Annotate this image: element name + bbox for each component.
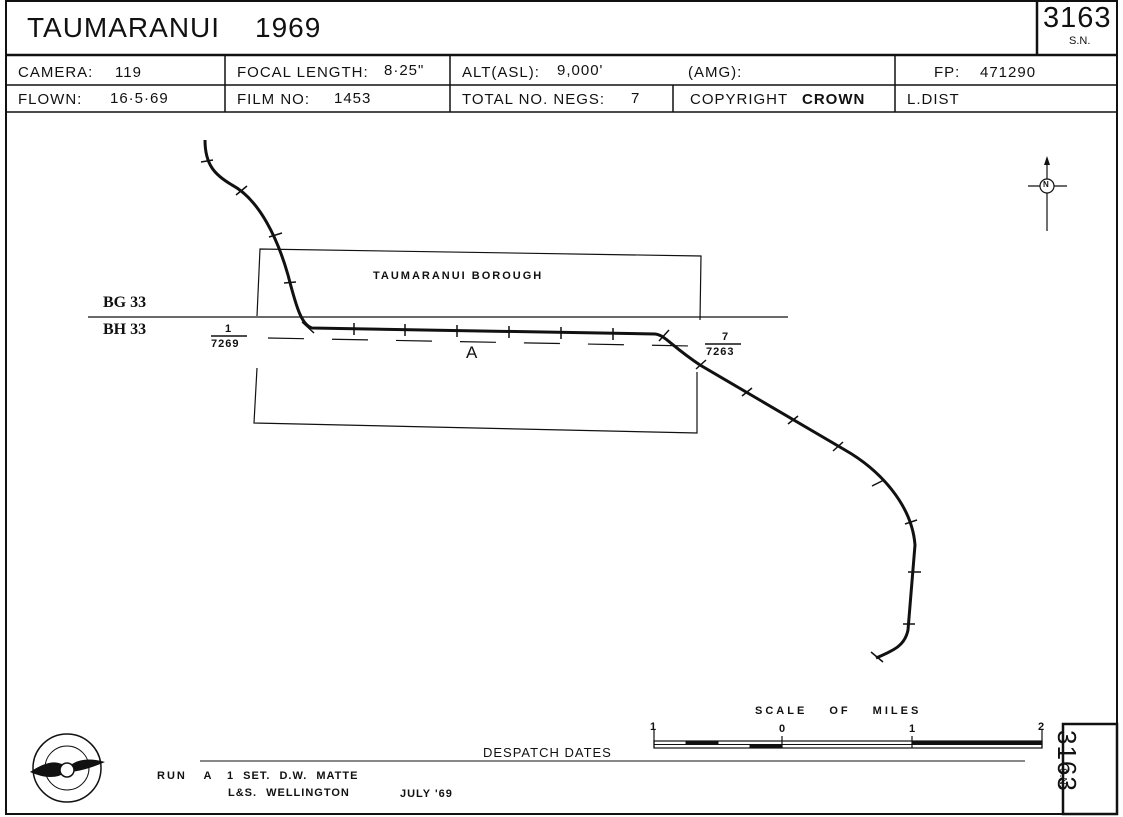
logo-globe-icon bbox=[59, 762, 75, 778]
dept-text: L&S. WELLINGTON bbox=[228, 787, 350, 799]
borough-boundary-upper bbox=[256, 248, 702, 321]
altitude-label: ALT(ASL): bbox=[462, 64, 540, 81]
logo-ring bbox=[32, 733, 102, 803]
sheet-number-rotated: 3163 bbox=[1052, 730, 1082, 792]
fp-value: 471290 bbox=[980, 64, 1037, 81]
l-dist-label: L.DIST bbox=[907, 91, 960, 108]
start-frame-ref: 7269 bbox=[211, 338, 240, 350]
copyright-value: CROWN bbox=[802, 91, 866, 108]
frame-tick bbox=[741, 387, 753, 397]
frame-ticks bbox=[200, 159, 921, 663]
outer-frame bbox=[5, 0, 1118, 815]
scale-label: 1 bbox=[650, 721, 657, 733]
sheet-box-bottom bbox=[1061, 722, 1119, 816]
altitude-value: 9,000' bbox=[557, 62, 604, 79]
north-label: N bbox=[1043, 180, 1049, 189]
frame-tick bbox=[904, 519, 918, 525]
film-no-value: 1453 bbox=[334, 90, 372, 107]
total-negs-label: TOTAL NO. NEGS: bbox=[462, 91, 606, 108]
scale-title: SCALE OF MILES bbox=[755, 705, 922, 717]
north-arrow-head bbox=[1044, 156, 1050, 165]
start-frame-number: 1 bbox=[225, 323, 232, 335]
north-arrow-circle bbox=[1039, 178, 1055, 194]
amg-label: (AMG): bbox=[688, 64, 743, 81]
frame-tick bbox=[832, 441, 844, 452]
map-title: TAUMARANUI bbox=[27, 12, 221, 43]
frame-tick bbox=[658, 329, 670, 342]
run-dashed-line bbox=[267, 337, 691, 347]
camera-value: 119 bbox=[115, 64, 142, 81]
run-text: RUN A bbox=[157, 770, 214, 782]
scale-bar bbox=[653, 730, 1043, 749]
aerial-mapping-logo bbox=[30, 733, 105, 803]
grid-label-bh33: BH 33 bbox=[103, 321, 147, 338]
set-text: 1 SET. D.W. MATTE bbox=[227, 770, 359, 782]
frame-tick bbox=[235, 185, 248, 196]
end-frame-ref: 7263 bbox=[706, 346, 735, 358]
focal-length-label: FOCAL LENGTH: bbox=[237, 64, 369, 81]
end-frame-number: 7 bbox=[722, 331, 729, 343]
scale-label: 1 bbox=[909, 723, 916, 735]
frame-tick bbox=[283, 281, 297, 284]
frame-tick bbox=[268, 232, 283, 238]
borough-boundary-lower bbox=[253, 367, 698, 434]
north-arrow bbox=[1028, 156, 1067, 231]
frame-tick bbox=[870, 651, 884, 663]
borough-label: TAUMARANUI BOROUGH bbox=[373, 270, 544, 282]
frame-tick bbox=[200, 159, 214, 163]
sheet-number: 3163 bbox=[1043, 2, 1112, 34]
grid-label-bg33: BG 33 bbox=[103, 294, 147, 311]
camera-label: CAMERA: bbox=[18, 64, 94, 81]
scale-label: 0 bbox=[779, 723, 786, 735]
fp-label: FP: bbox=[934, 64, 961, 81]
run-label: A bbox=[466, 343, 478, 362]
frame-tick bbox=[871, 479, 885, 487]
film-no-label: FILM NO: bbox=[237, 91, 311, 108]
frame-tick bbox=[695, 359, 707, 370]
flown-value: 16·5·69 bbox=[110, 90, 169, 107]
copyright-label: COPYRIGHT bbox=[690, 91, 789, 108]
focal-length-value: 8·25" bbox=[384, 62, 425, 79]
date-text: JULY '69 bbox=[400, 788, 453, 800]
total-negs-value: 7 bbox=[631, 90, 641, 107]
flight-line bbox=[203, 139, 917, 660]
frame-tick bbox=[301, 321, 315, 334]
scale-segment bbox=[749, 744, 783, 749]
sheet-suffix: S.N. bbox=[1069, 35, 1091, 47]
flown-label: FLOWN: bbox=[18, 91, 83, 108]
map-year: 1969 bbox=[255, 12, 322, 43]
sheet-suffix-rotated: S.N. bbox=[1057, 768, 1068, 788]
despatch-label: DESPATCH DATES bbox=[483, 745, 612, 760]
scale-segment bbox=[685, 740, 719, 745]
scale-label: 2 bbox=[1038, 721, 1045, 733]
frame-tick bbox=[787, 415, 799, 425]
